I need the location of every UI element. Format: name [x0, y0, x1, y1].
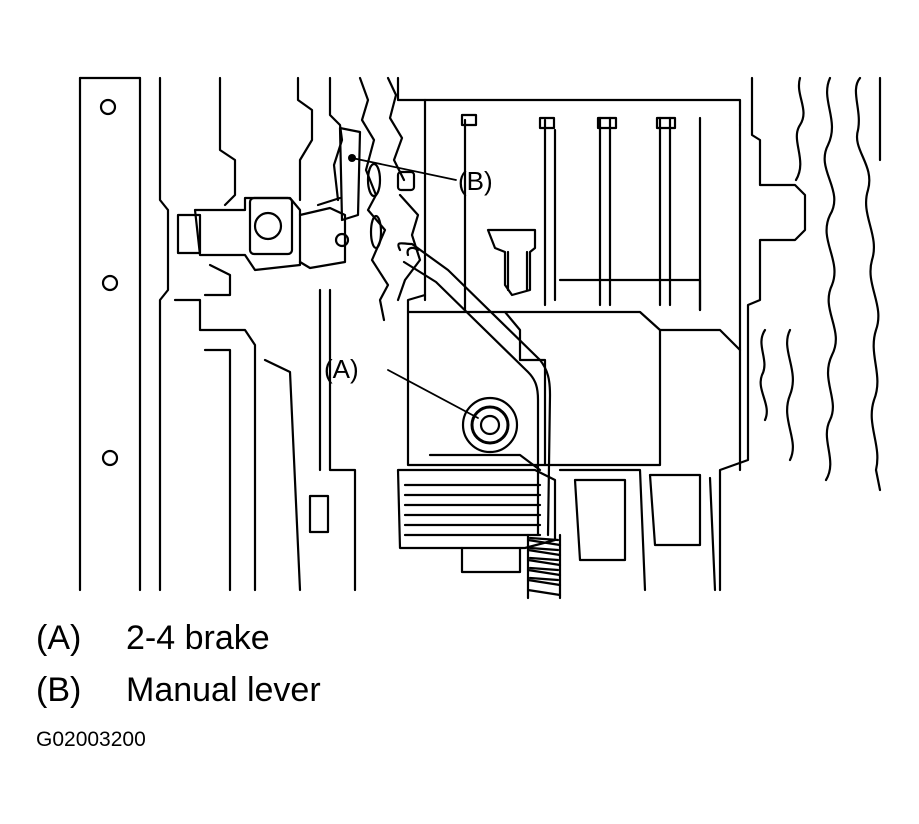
figure-code: G02003200 — [36, 728, 146, 751]
callout-b-label: (B) — [458, 166, 493, 196]
manual-lever-rod — [397, 242, 552, 537]
brake-housing-block — [406, 278, 742, 472]
bolt-hole-bottom — [101, 449, 119, 467]
cable-bracket — [176, 196, 347, 297]
transmission-case — [396, 76, 742, 472]
legend-text-a: 2-4 brake — [126, 619, 270, 657]
valve-body-lower — [308, 468, 717, 592]
brake-bolt — [461, 396, 519, 454]
return-spring — [526, 533, 562, 600]
right-flange — [718, 76, 882, 592]
legend-key-b: (B) — [36, 671, 82, 709]
manual-lever-pivot — [334, 232, 350, 248]
callout-b: (B) — [348, 154, 493, 196]
valve-body-upper — [296, 76, 422, 592]
callout-a: (A) — [324, 354, 479, 419]
transmission-diagram: (A) (B) — [78, 76, 882, 600]
legend-key-a: (A) — [36, 619, 82, 657]
left-housing — [78, 76, 302, 592]
bolt-hole-middle — [101, 274, 119, 292]
legend-text-b: Manual lever — [126, 671, 321, 709]
callout-a-label: (A) — [324, 354, 359, 384]
bolt-hole-top — [99, 98, 117, 116]
